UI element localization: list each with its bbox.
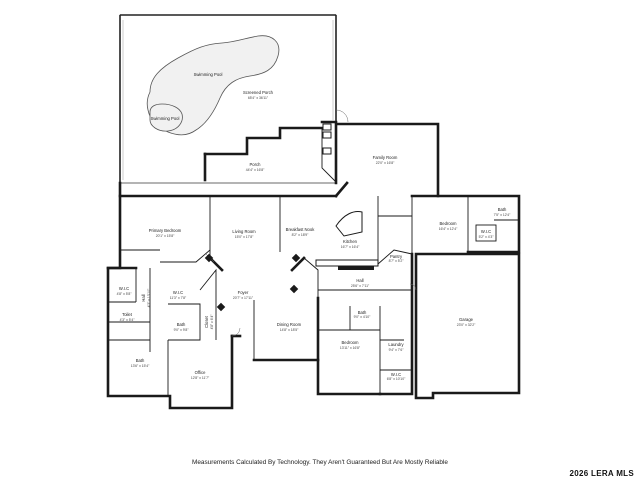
- label-hall-west: Hall: [141, 294, 146, 301]
- dims-screened-porch: 65'4" x 36'11": [248, 96, 269, 100]
- dims-hall-center: 25'6" x 7'11": [351, 284, 370, 288]
- house-walls: [106, 122, 521, 410]
- dims-family-room: 22'0" x 16'8": [376, 161, 395, 165]
- measurement-disclaimer: Measurements Calculated By Technology. T…: [192, 459, 448, 466]
- dims-bath-ne: 7'5" x 12'4": [494, 213, 512, 217]
- dims-porch: 44'4" x 16'8": [246, 168, 265, 172]
- label-bath-west: Bath: [136, 358, 145, 363]
- dims-laundry: 9'4" x 7'6": [389, 348, 405, 352]
- label-primary-bedroom: Primary Bedroom: [149, 228, 182, 233]
- dims-breakfast-nook: 8'2" x 18'9": [292, 233, 310, 237]
- dims-pantry: 8'7" x 5'2": [389, 259, 405, 263]
- label-garage: Garage: [459, 317, 474, 322]
- dims-kitchen: 16'7" x 16'4": [341, 245, 360, 249]
- dims-wic-primary-2: 11'3" x 7'8": [170, 296, 187, 300]
- label-living-room: Living Room: [232, 229, 256, 234]
- dims-bath-center: 9'0" x 4'10": [354, 315, 372, 319]
- dims-bath-west: 13'6" x 15'4": [131, 364, 150, 368]
- dims-toilet: 4'3" x 5'4": [120, 318, 136, 322]
- room-labels: Screened Porch 65'4" x 36'11" Swimming P…: [117, 72, 512, 381]
- label-closet: Closet: [204, 315, 209, 328]
- spa-shape: [149, 103, 183, 132]
- label-pantry: Pantry: [390, 254, 403, 259]
- dims-foyer: 20'7" x 17'11": [233, 296, 254, 300]
- label-family-room: Family Room: [373, 155, 398, 160]
- label-foyer: Foyer: [238, 290, 249, 295]
- dims-bath-primary: 9'0" x 9'8": [174, 328, 190, 332]
- label-screened-porch: Screened Porch: [243, 90, 274, 95]
- dims-bedroom-ne: 16'4" x 12'4": [439, 227, 458, 231]
- label-porch: Porch: [250, 162, 262, 167]
- dims-bedroom-center: 13'11" x 16'8": [340, 346, 361, 350]
- dims-closet: 4'8" x 6'4": [210, 314, 214, 330]
- label-dining-room: Dining Room: [277, 322, 302, 327]
- dims-primary-bedroom: 20'1" x 15'8": [156, 234, 175, 238]
- label-kitchen: Kitchen: [343, 239, 358, 244]
- screened-porch-area: [119, 14, 337, 184]
- label-wic-primary-1: W.I.C: [119, 286, 129, 291]
- label-bath-primary: Bath: [177, 322, 186, 327]
- dims-wic-primary-1: 4'8" x 5'8": [117, 292, 133, 296]
- door-swings: [205, 109, 417, 337]
- label-wic-ne: W.I.C: [481, 229, 491, 234]
- dims-wic-ne: 5'2" x 4'3": [479, 235, 495, 239]
- dims-living-room: 15'0" x 17'8": [235, 235, 254, 239]
- label-bath-center: Bath: [358, 310, 367, 315]
- dims-wic-center: 6'8" x 10'10": [387, 377, 406, 381]
- dims-dining-room: 14'8" x 18'5": [280, 328, 299, 332]
- label-wic-center: W.I.C: [391, 372, 401, 377]
- label-laundry: Laundry: [388, 342, 404, 347]
- label-bedroom-center: Bedroom: [342, 340, 360, 345]
- label-office: Office: [195, 370, 207, 375]
- label-hall-center: Hall: [356, 278, 363, 283]
- label-swimming-pool-2: Swimming Pool: [151, 116, 180, 121]
- label-swimming-pool-1: Swimming Pool: [194, 72, 223, 77]
- label-breakfast-nook: Breakfast Nook: [286, 227, 316, 232]
- dims-garage: 23'0" x 32'2": [457, 323, 476, 327]
- label-wic-primary-2: W.I.C: [173, 290, 183, 295]
- label-bedroom-ne: Bedroom: [440, 221, 458, 226]
- copyright-watermark: 2026 LERA MLS: [569, 469, 634, 478]
- dims-hall-west: 4'3" x 13'10": [147, 288, 151, 307]
- label-bath-ne: Bath: [498, 207, 507, 212]
- wall-stubs: [204, 253, 301, 312]
- porch-walls: [203, 120, 338, 183]
- dims-office: 12'8" x 11'7": [191, 376, 210, 380]
- label-toilet: Toilet: [122, 312, 133, 317]
